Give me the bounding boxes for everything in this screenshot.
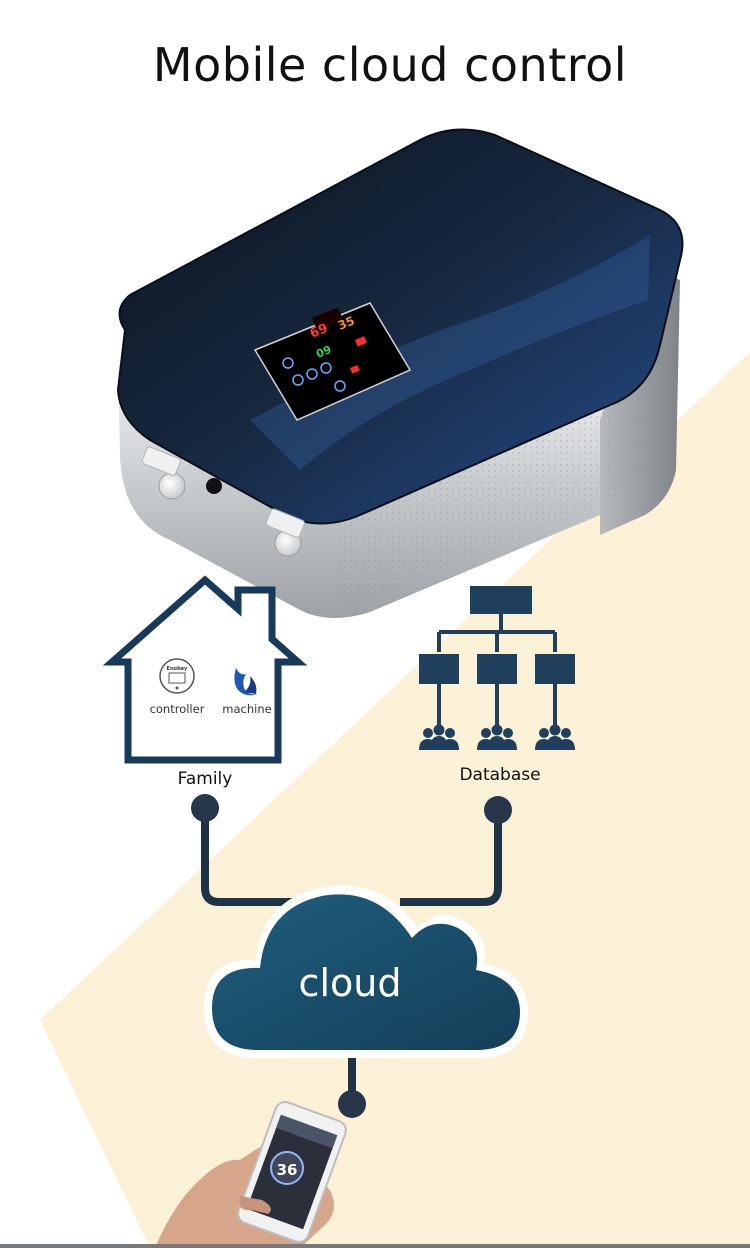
display-temp-left: 69 (308, 321, 330, 342)
users-icon-1 (419, 724, 459, 750)
database-child-box-3 (535, 654, 575, 684)
cloud-label: cloud (299, 961, 402, 1005)
phone-reading: 36 (277, 1161, 298, 1179)
machine-label: machine (222, 702, 271, 716)
display-temp-right: 35 (336, 314, 357, 333)
hand-holding-phone: 36 (155, 1101, 347, 1248)
touch-button-4[interactable] (320, 362, 332, 374)
database-child-box-1 (419, 654, 459, 684)
flame-icon (234, 668, 258, 696)
phone-dial (270, 1151, 304, 1185)
touch-button-2[interactable] (292, 374, 304, 386)
users-icon-2 (477, 724, 517, 750)
database-tree-lines (437, 614, 557, 728)
family-connector-line (201, 808, 318, 906)
database-label: Database (459, 765, 540, 785)
controller-label: controller (150, 702, 205, 716)
touch-button-3[interactable] (306, 368, 318, 380)
database-child-box-2 (477, 654, 517, 684)
database-connector-line (400, 810, 502, 906)
touch-button-5[interactable] (334, 380, 346, 392)
device-glass-lid (116, 128, 684, 525)
family-label: Family (178, 769, 233, 789)
database-root-box (470, 586, 532, 614)
control-display: 69 35 09 (253, 302, 412, 421)
cloud-body (212, 894, 520, 1050)
page-title: Mobile cloud control (152, 38, 628, 92)
cloud-shape: cloud (204, 885, 528, 1058)
database-diagram: Database (419, 586, 575, 785)
display-mid-value: 09 (314, 343, 333, 361)
lid-reflection (250, 235, 650, 470)
house-outline (102, 575, 308, 764)
family-node (191, 794, 219, 822)
display-red-indicator (354, 336, 367, 347)
database-node (484, 796, 512, 824)
controller-brand: Enobey (167, 666, 188, 672)
family-house: Enobey controller machine Family (102, 575, 308, 789)
gas-inlet-hole (206, 478, 222, 494)
water-heater-device: 69 35 09 (116, 128, 684, 619)
controller-icon: Enobey (159, 658, 195, 694)
bottom-divider (0, 1244, 750, 1248)
users-icon-3 (535, 724, 575, 750)
touch-button-1[interactable] (282, 357, 294, 369)
water-inlet-fitting (158, 472, 186, 500)
phone-node (338, 1090, 366, 1118)
